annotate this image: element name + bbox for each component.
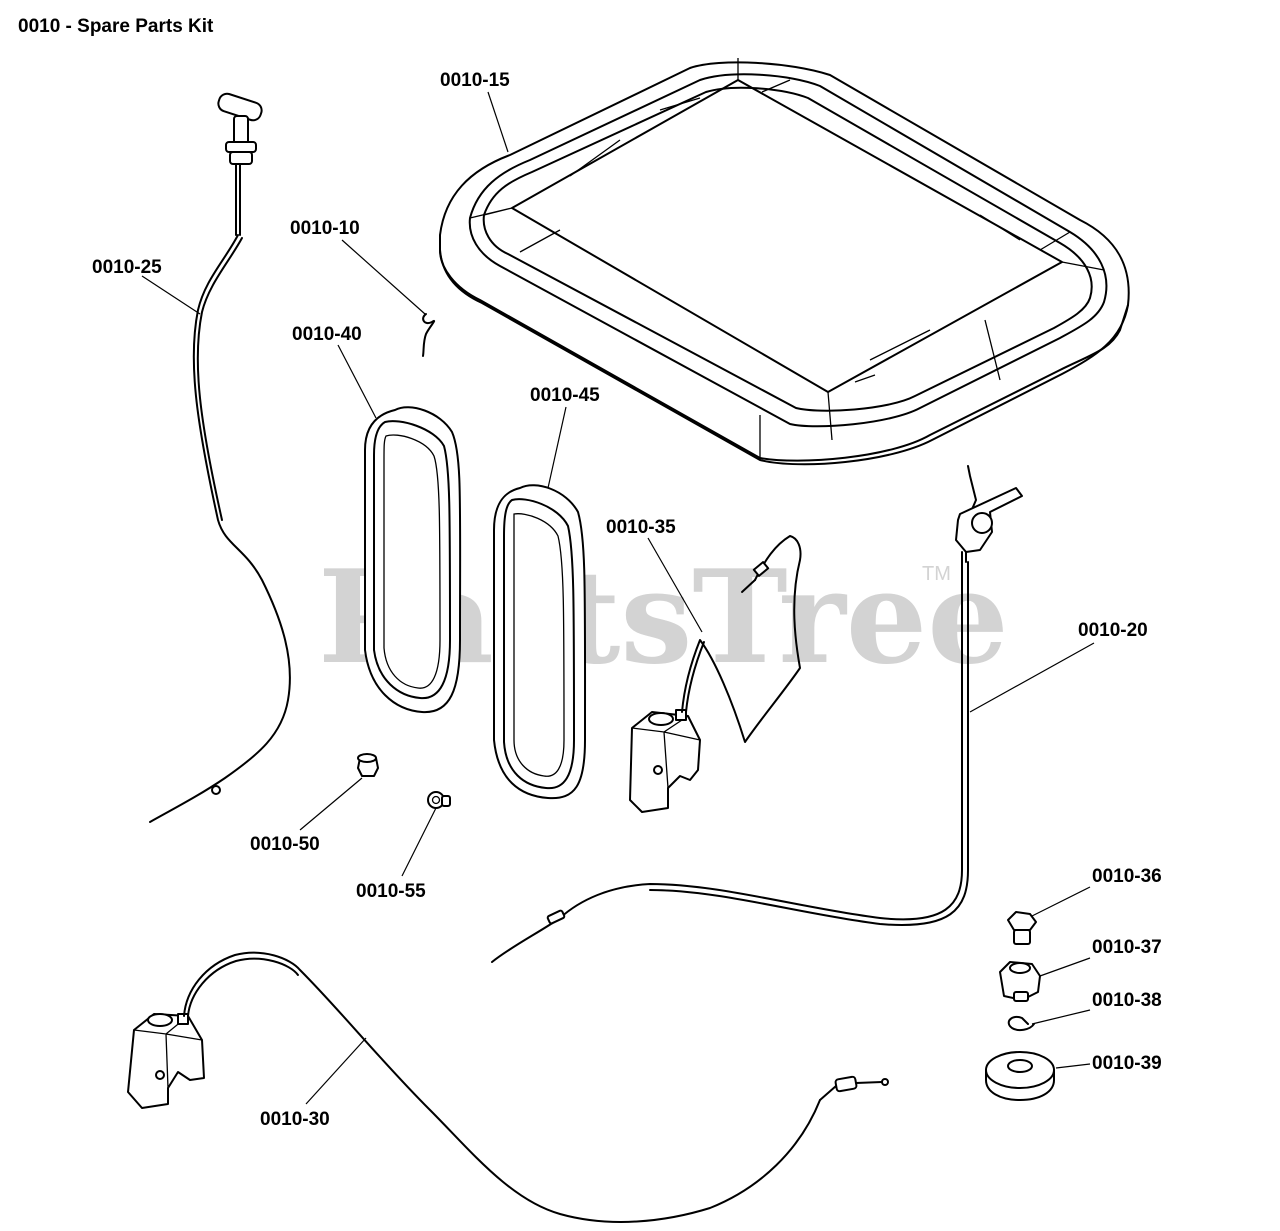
part-0010-20-cable[interactable] <box>491 465 1023 963</box>
leader-lines <box>141 91 1095 1105</box>
callout-0010-35[interactable]: 0010-35 <box>606 517 676 538</box>
callout-0010-45[interactable]: 0010-45 <box>530 385 600 406</box>
leader-0010-36 <box>1031 886 1091 917</box>
leader-0010-30 <box>305 1037 367 1105</box>
leader-0010-55 <box>401 807 437 877</box>
callout-0010-50[interactable]: 0010-50 <box>250 834 320 855</box>
part-0010-10-clip[interactable] <box>422 313 436 357</box>
part-0010-30-switch-cable[interactable] <box>127 951 889 1223</box>
callout-0010-39[interactable]: 0010-39 <box>1092 1053 1162 1074</box>
part-0010-37-spacer[interactable] <box>999 961 1041 1002</box>
callout-0010-40[interactable]: 0010-40 <box>292 324 362 345</box>
part-0010-39-washer[interactable] <box>985 1051 1055 1101</box>
leader-0010-37 <box>1039 957 1091 977</box>
part-0010-55-fitting[interactable] <box>427 791 451 809</box>
callout-0010-15[interactable]: 0010-15 <box>440 70 510 91</box>
leader-0010-38 <box>1031 1009 1091 1025</box>
part-0010-36-bolt[interactable] <box>1007 911 1037 945</box>
callout-0010-20[interactable]: 0010-20 <box>1078 620 1148 641</box>
leader-0010-10 <box>341 239 426 315</box>
part-0010-25-cable[interactable] <box>149 92 291 823</box>
callout-0010-10[interactable]: 0010-10 <box>290 218 360 239</box>
leader-0010-40 <box>337 344 377 419</box>
leader-0010-39 <box>1055 1063 1091 1069</box>
part-0010-50-bushing[interactable] <box>357 753 379 777</box>
callout-0010-25[interactable]: 0010-25 <box>92 257 162 278</box>
leader-0010-25 <box>141 275 201 315</box>
part-0010-38-eclip[interactable] <box>1007 1016 1035 1032</box>
part-0010-45-belt[interactable] <box>493 484 587 800</box>
callout-0010-36[interactable]: 0010-36 <box>1092 866 1162 887</box>
leader-0010-20 <box>969 642 1095 713</box>
callout-0010-37[interactable]: 0010-37 <box>1092 937 1162 958</box>
leader-0010-35 <box>647 537 703 633</box>
leader-0010-45 <box>547 406 567 489</box>
watermark-trademark: TM <box>922 563 951 585</box>
callout-0010-38[interactable]: 0010-38 <box>1092 990 1162 1011</box>
part-0010-40-belt[interactable] <box>364 406 462 714</box>
callout-0010-55[interactable]: 0010-55 <box>356 881 426 902</box>
part-0010-15-cover[interactable] <box>439 58 1130 466</box>
leader-0010-50 <box>299 777 363 831</box>
part-0010-35-switch[interactable] <box>629 535 802 813</box>
callout-0010-30[interactable]: 0010-30 <box>260 1109 330 1130</box>
leader-0010-15 <box>487 91 509 153</box>
diagram-title: 0010 - Spare Parts Kit <box>18 16 214 37</box>
